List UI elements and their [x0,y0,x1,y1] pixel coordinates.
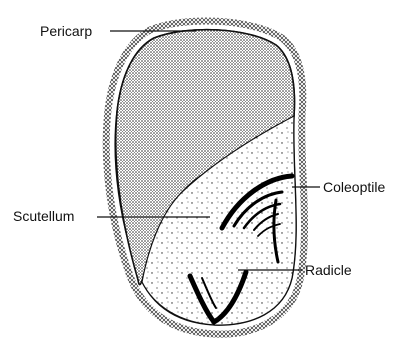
radicle-label: Radicle [305,262,352,278]
pericarp-label: Pericarp [40,23,92,39]
scutellum-label: Scutellum [13,208,74,224]
coleoptile-label: Coleoptile [323,179,385,195]
